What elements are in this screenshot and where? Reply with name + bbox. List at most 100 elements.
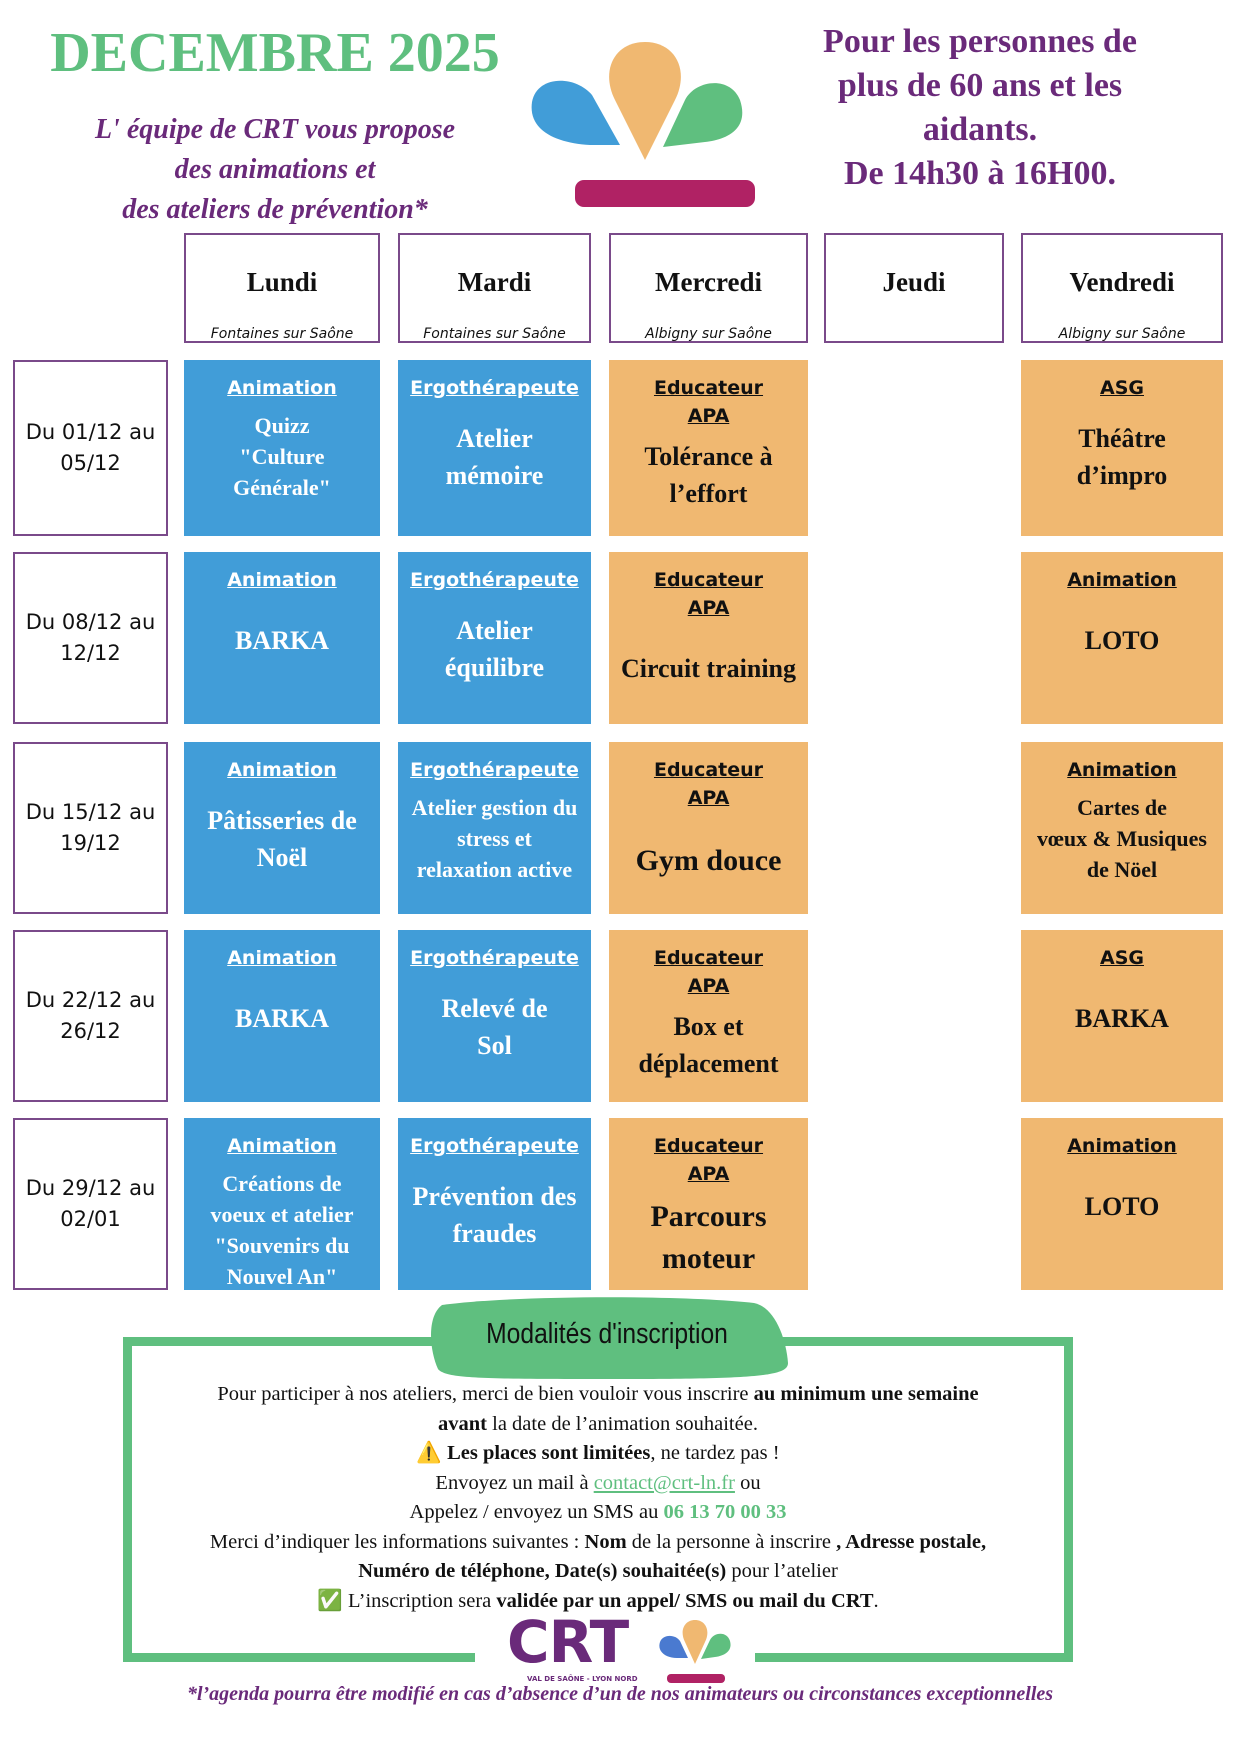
inscription-title: Modalités d'inscription	[486, 1318, 728, 1350]
crt-drops-logo-icon	[531, 42, 755, 207]
activity-role: Animation	[227, 377, 337, 399]
activity-title-line: Cartes de	[1077, 795, 1167, 820]
email-link[interactable]: contact@crt-ln.fr	[593, 1471, 735, 1494]
activity-role: Ergothérapeute	[410, 377, 579, 399]
activity-title-line: stress et	[457, 826, 532, 851]
audience-line: aidants.	[922, 111, 1038, 148]
activity-title-line: Relevé de	[441, 994, 548, 1023]
activity-role: APA	[687, 405, 730, 427]
activity-title-line: Atelier	[456, 616, 533, 645]
inscription-line-5: Appelez / envoyez un SMS au 06 13 70 00 …	[409, 1501, 787, 1523]
week-label-text: Du 01/12 au 05/12	[26, 417, 156, 479]
activity-role: Educateur	[653, 569, 764, 591]
activity-title-line: Pâtisseries de	[207, 806, 357, 835]
blue-drop-icon	[531, 80, 620, 145]
week-label-line: 02/01	[60, 1207, 121, 1231]
activity-role: Educateur	[653, 759, 764, 781]
activity-role: Ergothérapeute	[410, 569, 579, 591]
activity-title-line: d’impro	[1076, 461, 1168, 490]
activity-role: Ergothérapeute	[410, 759, 579, 781]
activity-role: ASG	[1100, 947, 1144, 969]
activity-title-line: Circuit training	[620, 654, 797, 683]
audience-line: plus de 60 ans et les	[837, 67, 1123, 104]
activity-title-line: BARKA	[235, 1004, 329, 1033]
activity-role: APA	[687, 597, 730, 619]
activity-title-line: vœux & Musiques	[1037, 826, 1207, 851]
activity-title-line: "Culture	[239, 444, 325, 469]
activity-title: Théâtre d’impro	[1077, 420, 1168, 494]
activity-title: BARKA	[235, 1000, 329, 1037]
green-drop-icon	[663, 83, 743, 147]
schedule-time: De 14h30 à 16H00.	[844, 155, 1116, 192]
activity-role: APA	[687, 787, 730, 809]
week-label-line: 05/12	[60, 451, 121, 475]
week-label-line: 26/12	[60, 1019, 121, 1043]
subtitle-line: L' équipe de CRT vous propose	[94, 114, 456, 145]
activity-title-line: Sol	[477, 1031, 512, 1060]
page-title: DECEMBRE 2025	[50, 22, 500, 84]
activity-title-line: LOTO	[1084, 626, 1160, 655]
activity-title-line: BARKA	[1075, 1004, 1169, 1033]
crt-logo-tagline: VAL DE SAÔNE - LYON NORD	[527, 1675, 638, 1683]
activity-title-line: fraudes	[452, 1219, 537, 1248]
day-header-jeudi: Jeudi	[824, 233, 1004, 343]
activity-title: BARKA	[1075, 1000, 1169, 1037]
inscription-title-badge	[431, 1297, 788, 1379]
activity-role: Animation	[227, 947, 337, 969]
day-location: Fontaines sur Saône	[210, 326, 354, 342]
activity-title-line: moteur	[661, 1242, 756, 1275]
crt-drops-small-icon	[659, 1620, 731, 1683]
activity-title-line: Atelier gestion du	[411, 795, 578, 820]
week-label-line: Du 22/12 au	[25, 988, 156, 1012]
week-label-line: Du 01/12 au	[25, 420, 156, 444]
day-location: Albigny sur Saône	[1058, 326, 1186, 342]
week-label: Du 22/12 au 26/12	[13, 930, 168, 1102]
inscription-line-2: avant la date de l’animation souhaitée.	[438, 1412, 758, 1435]
activity-title: Relevé de Sol	[441, 990, 547, 1064]
activity-title-line: Créations de	[222, 1171, 342, 1196]
activity-role: Animation	[1067, 759, 1177, 781]
activity-title-line: l’effort	[669, 479, 748, 508]
activity-role: Animation	[227, 759, 337, 781]
activity-title-line: voeux et atelier	[210, 1202, 354, 1227]
week-label-line: Du 29/12 au	[25, 1176, 156, 1200]
activity-role: Animation	[1067, 1135, 1177, 1157]
week-label-text: Du 08/12 au 12/12	[26, 607, 156, 669]
activity-title: BARKA	[235, 622, 329, 659]
activity-role: Ergothérapeute	[410, 947, 579, 969]
activity-cell-vendredi: ASG BARKA	[1021, 930, 1223, 1102]
week-label-line: 12/12	[60, 641, 121, 665]
activity-role: Animation	[1067, 569, 1177, 591]
week-label: Du 29/12 au 02/01	[13, 1118, 168, 1290]
activity-title-line: Box et	[673, 1012, 744, 1041]
week-label-line: Du 08/12 au	[25, 610, 156, 634]
phone-number[interactable]: 06 13 70 00 33	[663, 1501, 787, 1523]
activity-title-line: Théâtre	[1078, 424, 1166, 453]
day-header-mercredi: Mercredi Albigny sur Saône	[609, 233, 808, 343]
day-header-lundi: Lundi Fontaines sur Saône	[184, 233, 380, 343]
day-location: Fontaines sur Saône	[423, 326, 566, 342]
subtitle-line: des ateliers de prévention*	[122, 194, 428, 225]
day-header-vendredi: Vendredi Albigny sur Saône	[1021, 233, 1223, 343]
